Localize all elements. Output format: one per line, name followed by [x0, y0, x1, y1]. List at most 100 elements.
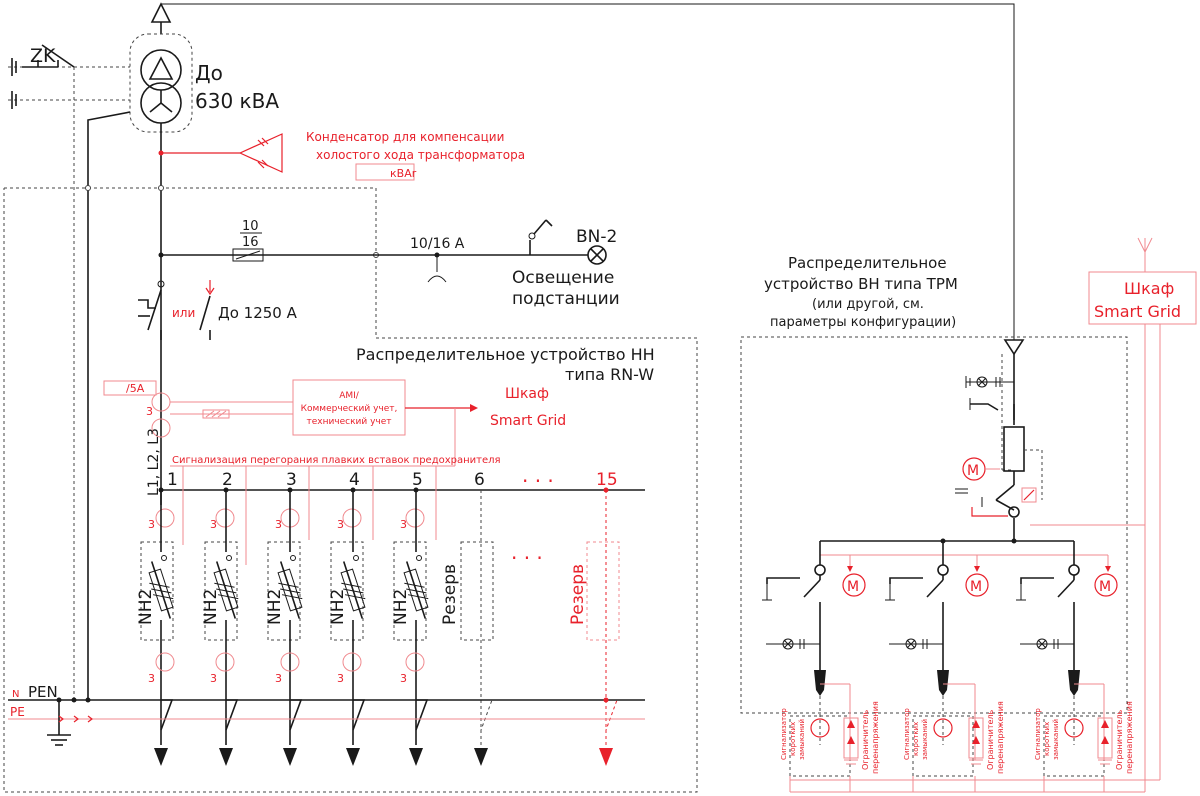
svg-text:3: 3: [275, 518, 282, 531]
transformer-primary-winding: [140, 49, 182, 91]
sc-indicator-label-1: Сигнализатор: [780, 708, 788, 760]
svg-text:3: 3: [210, 518, 217, 531]
lighting-label-2: подстанции: [512, 289, 620, 309]
zk-label: ZK: [30, 45, 56, 67]
feeder-15-reserve: 15 Резерв: [568, 470, 620, 766]
svg-text:3: 3: [210, 672, 217, 685]
svg-text:3: 3: [400, 518, 407, 531]
n-label: N: [12, 689, 19, 700]
feeder-6-reserve: 6 Резерв: [440, 470, 494, 766]
lighting-fuse: [232, 248, 264, 262]
feeder-label: NH2: [136, 589, 156, 625]
lighting-label-1: Освещение: [512, 268, 614, 288]
bn2-label: BN-2: [576, 227, 617, 247]
capacitor-label-2: холостого хода трансформатора: [316, 148, 525, 162]
or-label: или: [172, 306, 195, 320]
motor-label: M: [967, 463, 979, 479]
trm-enclosure: [740, 336, 1128, 714]
capacitor-label-1: Конденсатор для компенсации: [306, 130, 504, 144]
trm-label-2: устройство ВН типа TPM: [764, 275, 958, 293]
pe-label: PE: [10, 705, 25, 719]
fuse-signal-label: Сигнализация перегорания плавких вставок…: [172, 455, 501, 466]
capacitor-unit-box: [355, 163, 415, 181]
dots-top: · · ·: [522, 469, 554, 493]
feeder-2: 2 3 NH2 3: [201, 466, 247, 766]
smart-grid-right-2: Smart Grid: [1094, 302, 1181, 321]
feeder-1: 1 3 NH2 3: [136, 466, 184, 766]
feeder-label: Резерв: [440, 564, 460, 625]
fuse-top: 10: [242, 219, 259, 234]
trm-bay-1: M Сигнализатор коротких замыканий Ограни…: [762, 541, 880, 777]
rnw-enclosure: [3, 187, 698, 793]
surge-label-1: Ограничитель: [861, 709, 870, 770]
feeders: 1 3 NH2 3 2 3 NH2 3: [136, 466, 620, 766]
motor-icon: [1094, 573, 1118, 597]
capacitor-section: Конденсатор для компенсации холостого хо…: [158, 130, 525, 181]
feeder-num: 15: [596, 470, 618, 490]
sc-indicator-label-1: Сигнализатор: [903, 708, 911, 760]
main-switch: или До 1250 А: [138, 280, 298, 340]
trm-section: Распределительное устройство ВН типа TPM…: [740, 254, 1145, 714]
hv-cable-line: [161, 3, 1015, 340]
sc-indicator-label-2: коротких: [912, 722, 920, 756]
feeder-label: NH2: [201, 589, 221, 625]
svg-text:3: 3: [148, 672, 155, 685]
feeder-label: NH2: [391, 589, 411, 625]
trm-incoming-fuse: [1003, 426, 1025, 472]
surge-label-2: перенапряжения: [996, 701, 1005, 774]
ct-ratio: /5A: [126, 382, 145, 395]
motor-label: M: [1099, 579, 1111, 595]
dots-mid: · · ·: [511, 546, 543, 570]
surge-label-2: перенапряжения: [871, 701, 880, 774]
smart-grid-mid-2: Smart Grid: [490, 413, 566, 429]
motor-icon: [842, 573, 866, 597]
motor-icon: [962, 457, 986, 481]
svg-text:3: 3: [337, 518, 344, 531]
surge-label-1: Ограничитель: [986, 709, 995, 770]
ami-label-2: Коммерческий учет,: [301, 404, 398, 414]
feeder-5: 5 3 NH2 3: [391, 466, 437, 766]
metering-section: /5A 3 AMI/ Коммерческий учет, технически…: [103, 379, 566, 496]
sc-indicator-label-3: замыканий: [798, 719, 806, 760]
capacitor-unit: кВAr: [390, 167, 417, 180]
transformer-label-1: До: [195, 61, 223, 85]
ami-label-3: технический учет: [306, 417, 391, 427]
ami-label-1: AMI/: [339, 391, 360, 401]
smart-grid-right-1: Шкаф: [1124, 279, 1174, 298]
surge-label-2: перенапряжения: [1125, 701, 1134, 774]
smart-grid-mid-1: Шкаф: [505, 386, 549, 402]
feeder-label: NH2: [265, 589, 285, 625]
feeder-label: Резерв: [568, 564, 588, 625]
pen-label: PEN: [28, 683, 58, 701]
feeder-num: 6: [474, 470, 485, 490]
hv-feed-arrow: [150, 2, 172, 23]
motor-icon: [965, 573, 989, 597]
sc-indicator-label-1: Сигнализатор: [1034, 708, 1042, 760]
feeder-num: 5: [412, 470, 423, 490]
switch-rating: До 1250 А: [218, 304, 298, 322]
svg-text:3: 3: [275, 672, 282, 685]
trm-label-3: (или другой, см.: [812, 297, 924, 312]
trm-label-1: Распределительное: [788, 254, 947, 272]
feeder-4: 4 3 NH2 3: [328, 466, 374, 766]
sc-indicator-label-2: коротких: [789, 722, 797, 756]
svg-text:3: 3: [400, 672, 407, 685]
feeder-num: 4: [349, 470, 360, 490]
motor-label: M: [847, 579, 859, 595]
svg-text:3: 3: [148, 518, 155, 531]
trm-bay-2: M Сигнализатор коротких замыканий Ограни…: [885, 541, 1005, 777]
trm-label-4: параметры конфигурации): [770, 315, 956, 330]
lamp-icon: [587, 245, 607, 265]
feeder-num: 2: [222, 470, 233, 490]
lighting-branch: 10 16 10/16 A BN-2 Освещение подстанции: [158, 219, 620, 309]
busbar-label: L1, L2, L3: [146, 428, 162, 496]
sc-indicator-label-3: замыканий: [921, 719, 929, 760]
rnw-label-1: Распределительное устройство НН: [356, 345, 655, 364]
sc-indicator-label-2: коротких: [1043, 722, 1051, 756]
ct-count: 3: [146, 405, 153, 418]
svg-text:3: 3: [337, 672, 344, 685]
smart-grid-right: Шкаф Smart Grid: [789, 237, 1197, 793]
rnw-label-2: типа RN-W: [565, 365, 654, 384]
feeder-3: 3 3 NH2 3: [265, 466, 310, 766]
